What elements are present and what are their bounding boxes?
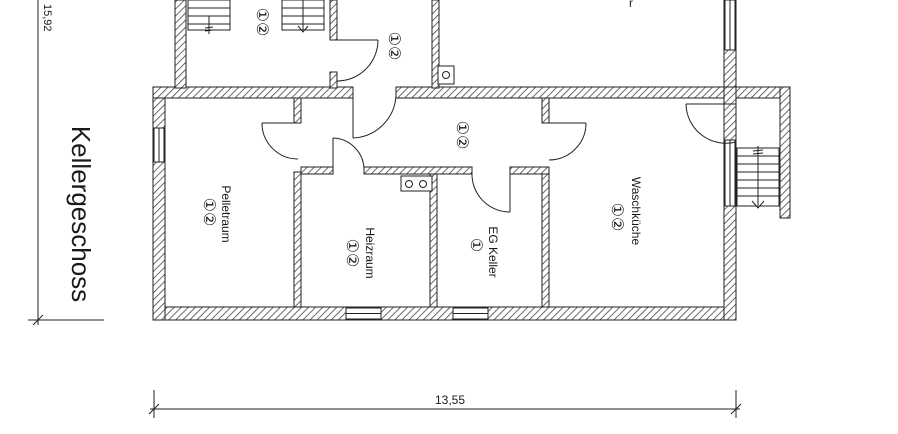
room-marks: ①②: [200, 198, 217, 227]
upper-wall-right: [431, 0, 440, 89]
room-name: Waschküche: [629, 177, 643, 246]
wall-wasch-top: [541, 97, 550, 124]
outer-wall-top-left: [152, 86, 354, 99]
upper-wall-mid-low: [329, 71, 338, 89]
wall-corridor-bottom-2: [363, 166, 473, 175]
room-waschkueche: Waschküche ①②: [608, 177, 643, 246]
room-marks: ①②: [608, 203, 625, 232]
dimension-depth-label: 15,92: [41, 4, 53, 32]
annex-wall-right: [779, 86, 791, 219]
wall-corridor-bottom-3: [509, 166, 550, 175]
wall-heiz-keller: [429, 171, 438, 308]
room-heizraum: Heizraum ①②: [343, 227, 377, 278]
walls: [152, 0, 791, 321]
windows: [153, 0, 736, 320]
doors: [261, 39, 737, 213]
room-name: EG Keller: [486, 226, 500, 277]
wall-pellet-heiz: [293, 171, 302, 308]
plan-title: Kellergeschoss: [66, 126, 96, 302]
outer-wall-left: [152, 86, 166, 321]
room-name: Pelletraum: [219, 185, 233, 242]
dimension-width-label: 13,55: [435, 393, 465, 407]
room-flur: ①②: [453, 121, 470, 150]
room-eg-keller: EG Keller ①: [467, 226, 500, 277]
upper-wall-left: [174, 0, 187, 89]
room-top-small: ①②: [385, 32, 402, 61]
room-top-left: ①②: [253, 8, 270, 37]
top-cut-text: r: [629, 0, 633, 10]
room-marks: ①②: [385, 32, 402, 61]
room-name: Heizraum: [363, 227, 377, 278]
room-marks: ①: [467, 238, 484, 252]
upper-wall-mid: [329, 0, 338, 41]
wall-corridor-bottom-1: [300, 166, 334, 175]
stairs: [187, 0, 780, 209]
room-marks: ①②: [253, 8, 270, 37]
room-pelletraum: Pelletraum ①②: [200, 185, 233, 242]
room-marks: ①②: [453, 121, 470, 150]
room-marks: ①②: [343, 239, 360, 268]
outer-wall-bottom: [152, 306, 737, 321]
fixtures: [400, 65, 455, 192]
outer-wall-top-right: [395, 86, 737, 99]
dimension-lines: [28, 0, 742, 418]
wall-keller-wasch: [541, 171, 550, 308]
wall-pellet-top: [293, 97, 302, 124]
